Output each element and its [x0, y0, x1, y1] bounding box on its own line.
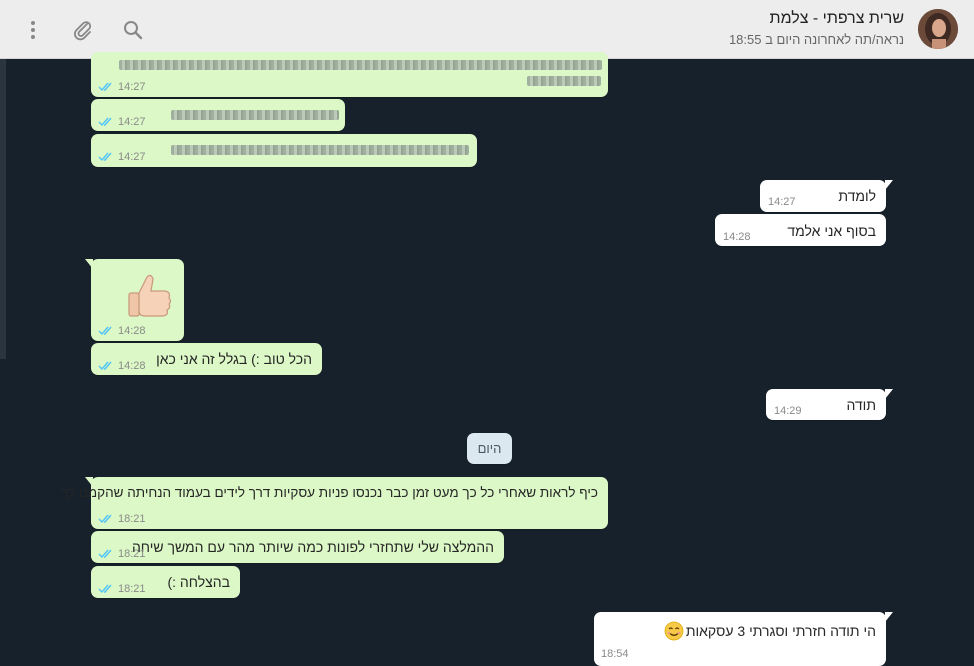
message-time: 14:27 — [118, 151, 146, 163]
incoming-message[interactable]: ההמלצה שלי שתחזרי לפונות כמה שיותר מהר ע… — [91, 531, 504, 563]
read-ticks-icon — [98, 82, 112, 92]
read-ticks-icon — [98, 117, 112, 127]
incoming-message[interactable]: 14:27 — [91, 134, 477, 167]
message-text: בהצלחה :) — [167, 574, 230, 590]
message-text: תודה — [846, 397, 876, 413]
bubble-tail — [885, 180, 893, 190]
message-text-content: הי תודה חזרתי וסגרתי 3 עסקאות — [685, 623, 876, 639]
menu-icon[interactable] — [21, 18, 45, 42]
outgoing-message[interactable]: בסוף אני אלמד 14:28 — [715, 214, 886, 246]
message-time: 14:27 — [118, 116, 146, 128]
incoming-message[interactable]: 14:27 — [91, 99, 345, 131]
incoming-message[interactable]: הכל טוב :) בגלל זה אני כאן 14:28 — [91, 343, 322, 375]
message-text: הי תודה חזרתי וסגרתי 3 עסקאות — [664, 621, 876, 641]
redacted-text — [171, 145, 469, 155]
avatar-photo — [918, 9, 958, 49]
last-seen-status: נראה/תה לאחרונה היום ב 18:55 — [728, 32, 904, 47]
read-ticks-icon — [98, 361, 112, 371]
message-time: 18:21 — [118, 513, 146, 525]
attach-icon[interactable] — [71, 18, 95, 42]
message-time: 14:28 — [118, 325, 146, 337]
bubble-tail — [885, 612, 893, 622]
smiling-face-icon — [664, 621, 684, 641]
contact-name[interactable]: שרית צרפתי - צלמת — [769, 10, 904, 27]
read-ticks-icon — [98, 584, 112, 594]
redacted-text — [171, 110, 339, 120]
outgoing-message[interactable]: הי תודה חזרתי וסגרתי 3 עסקאות 18:54 — [594, 612, 893, 666]
chat-header: שרית צרפתי - צלמת נראה/תה לאחרונה היום ב… — [0, 0, 974, 59]
incoming-message[interactable]: 14:27 — [91, 52, 608, 97]
message-text: כיף לראות שאחרי כל כך מעט זמן כבר נכנסו … — [61, 485, 598, 500]
contact-avatar[interactable] — [918, 9, 958, 49]
message-time: 18:21 — [118, 583, 146, 595]
message-time: 14:27 — [768, 196, 796, 208]
redacted-text — [527, 76, 601, 86]
bubble-tail — [85, 477, 93, 487]
message-time: 14:29 — [774, 405, 802, 417]
date-divider: היום — [467, 433, 512, 464]
search-icon[interactable] — [121, 18, 145, 42]
read-ticks-icon — [98, 152, 112, 162]
incoming-message[interactable]: כיף לראות שאחרי כל כך מעט זמן כבר נכנסו … — [61, 477, 608, 529]
redacted-text — [119, 60, 602, 70]
message-time: 18:54 — [601, 648, 629, 660]
message-time: 14:27 — [118, 81, 146, 93]
message-text: הכל טוב :) בגלל זה אני כאן — [156, 351, 312, 367]
incoming-message[interactable]: בהצלחה :) 18:21 — [91, 566, 240, 598]
thumbs-up-icon — [128, 274, 172, 317]
message-text: לומדת — [838, 188, 876, 204]
read-ticks-icon — [98, 326, 112, 336]
bubble-tail — [85, 259, 93, 269]
read-ticks-icon — [98, 514, 112, 524]
message-time: 18:21 — [118, 548, 146, 560]
outgoing-message[interactable]: לומדת 14:27 — [760, 180, 893, 212]
message-time: 14:28 — [723, 231, 751, 243]
message-text: בסוף אני אלמד — [787, 223, 876, 239]
message-text: ההמלצה שלי שתחזרי לפונות כמה שיותר מהר ע… — [131, 539, 494, 555]
message-time: 14:28 — [118, 360, 146, 372]
outgoing-message[interactable]: תודה 14:29 — [766, 389, 893, 420]
bubble-tail — [885, 389, 893, 399]
incoming-message[interactable]: 14:28 — [85, 259, 184, 341]
read-ticks-icon — [98, 549, 112, 559]
